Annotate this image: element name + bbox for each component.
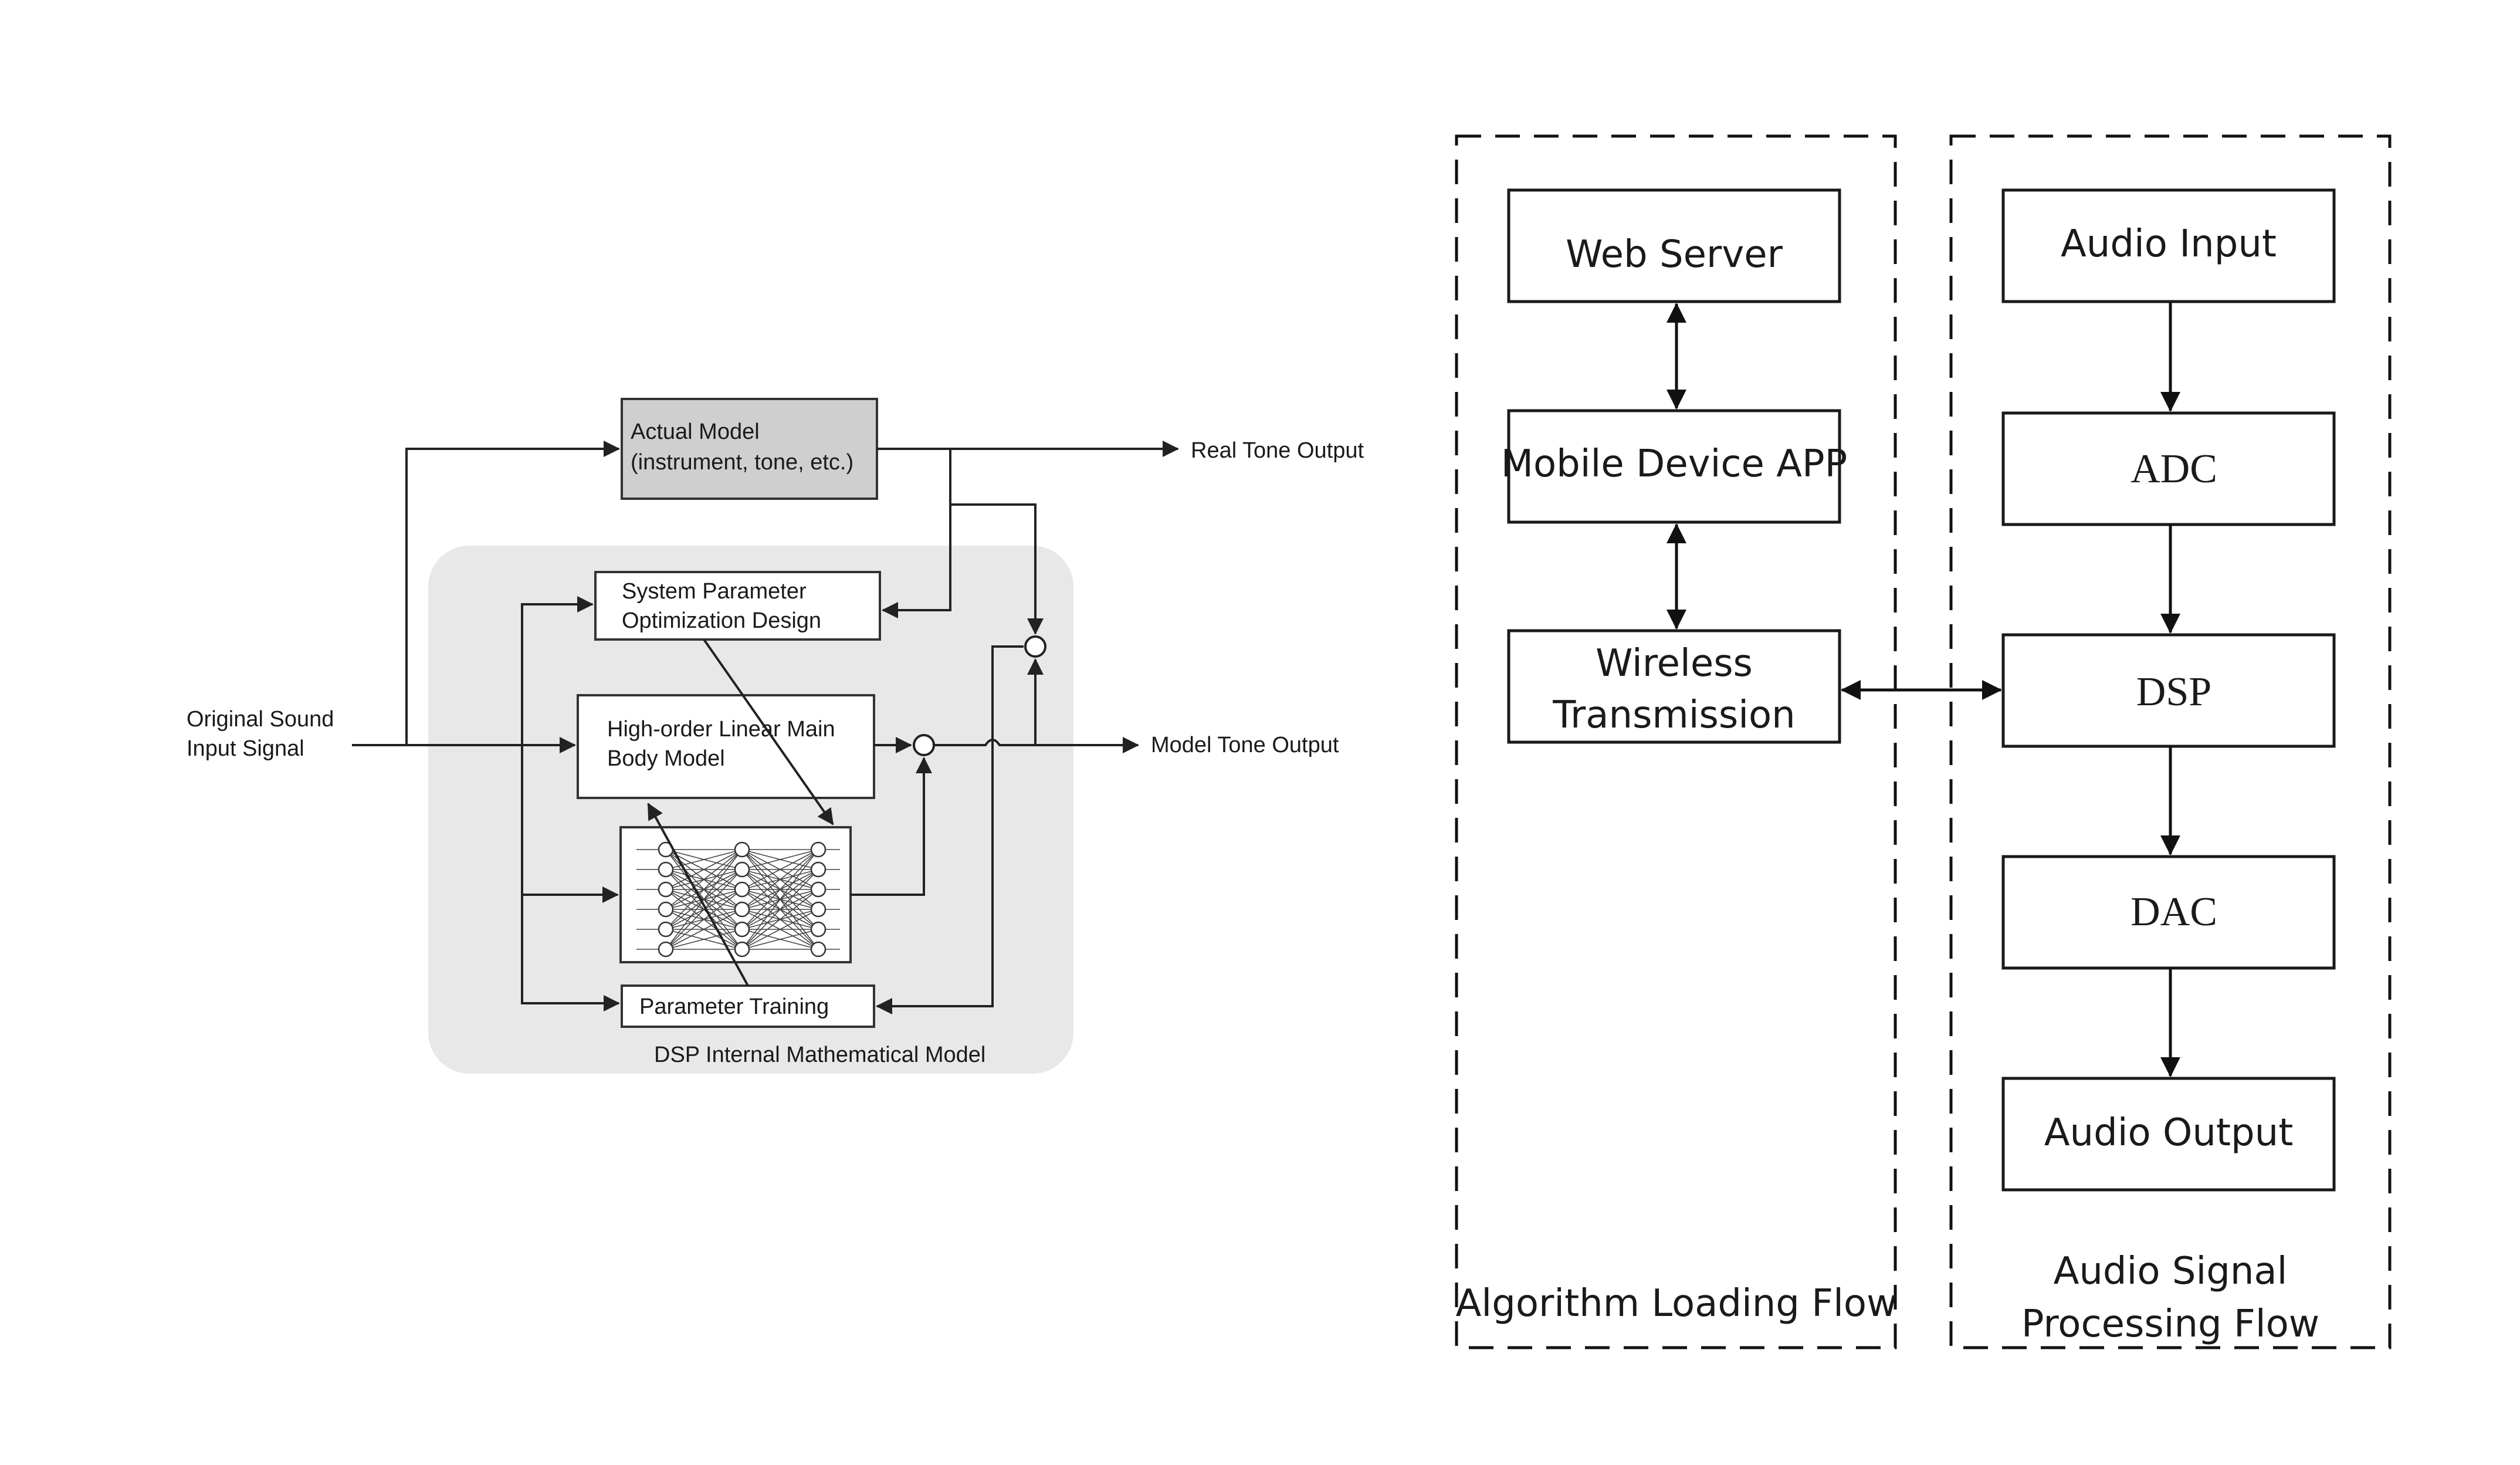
linear-model-label-line1: High-order Linear Main [607, 717, 835, 742]
system-flow-diagram: Web Server Mobile Device APP Wireless Tr… [1456, 136, 2390, 1348]
nn-node [811, 902, 825, 916]
nn-node [735, 843, 749, 857]
actual-model-box [622, 399, 877, 499]
input-label-line2: Input Signal [187, 736, 304, 761]
nn-node [659, 922, 673, 936]
optimization-label-line2: Optimization Design [622, 608, 821, 633]
wireless-label-line1: Wireless [1596, 642, 1753, 685]
algorithm-flow-caption: Algorithm Loading Flow [1456, 1282, 1898, 1325]
audio-flow-caption-line1: Audio Signal [2054, 1250, 2288, 1293]
actual-model-label-line1: Actual Model [631, 419, 760, 444]
optimization-label-line1: System Parameter [622, 579, 807, 604]
nn-node [811, 862, 825, 877]
sum-junction-main [914, 735, 934, 755]
linear-model-label-line2: Body Model [607, 746, 725, 771]
nn-node [735, 882, 749, 896]
audio-input-label: Audio Input [2061, 222, 2277, 266]
nn-node [811, 882, 825, 896]
adc-label: ADC [2131, 446, 2217, 492]
training-label: Parameter Training [639, 994, 829, 1019]
dsp-label: DSP [2136, 669, 2211, 715]
input-label-line1: Original Sound [187, 707, 334, 732]
nn-node [659, 902, 673, 916]
dac-label: DAC [2131, 889, 2217, 935]
nn-node [659, 942, 673, 956]
nn-node [735, 862, 749, 877]
model-tone-output-label: Model Tone Output [1151, 733, 1339, 757]
wireless-label-line2: Transmission [1552, 693, 1795, 737]
sum-junction-error [1025, 637, 1045, 657]
nn-node [811, 942, 825, 956]
audio-output-label: Audio Output [2044, 1111, 2294, 1155]
nn-node [735, 902, 749, 916]
actual-model-label-line2: (instrument, tone, etc.) [631, 450, 853, 475]
nn-node [735, 942, 749, 956]
nn-node [811, 843, 825, 857]
nn-node [811, 922, 825, 936]
nn-node [659, 882, 673, 896]
mobile-app-label: Mobile Device APP [1501, 442, 1847, 486]
audio-flow-caption-line2: Processing Flow [2021, 1302, 2319, 1346]
nn-node [659, 862, 673, 877]
dsp-internal-label: DSP Internal Mathematical Model [654, 1043, 985, 1067]
nn-node [735, 922, 749, 936]
real-tone-output-label: Real Tone Output [1191, 438, 1364, 463]
dsp-model-diagram: Actual Model (instrument, tone, etc.) Sy… [187, 399, 1364, 1074]
web-server-label: Web Server [1566, 233, 1783, 276]
